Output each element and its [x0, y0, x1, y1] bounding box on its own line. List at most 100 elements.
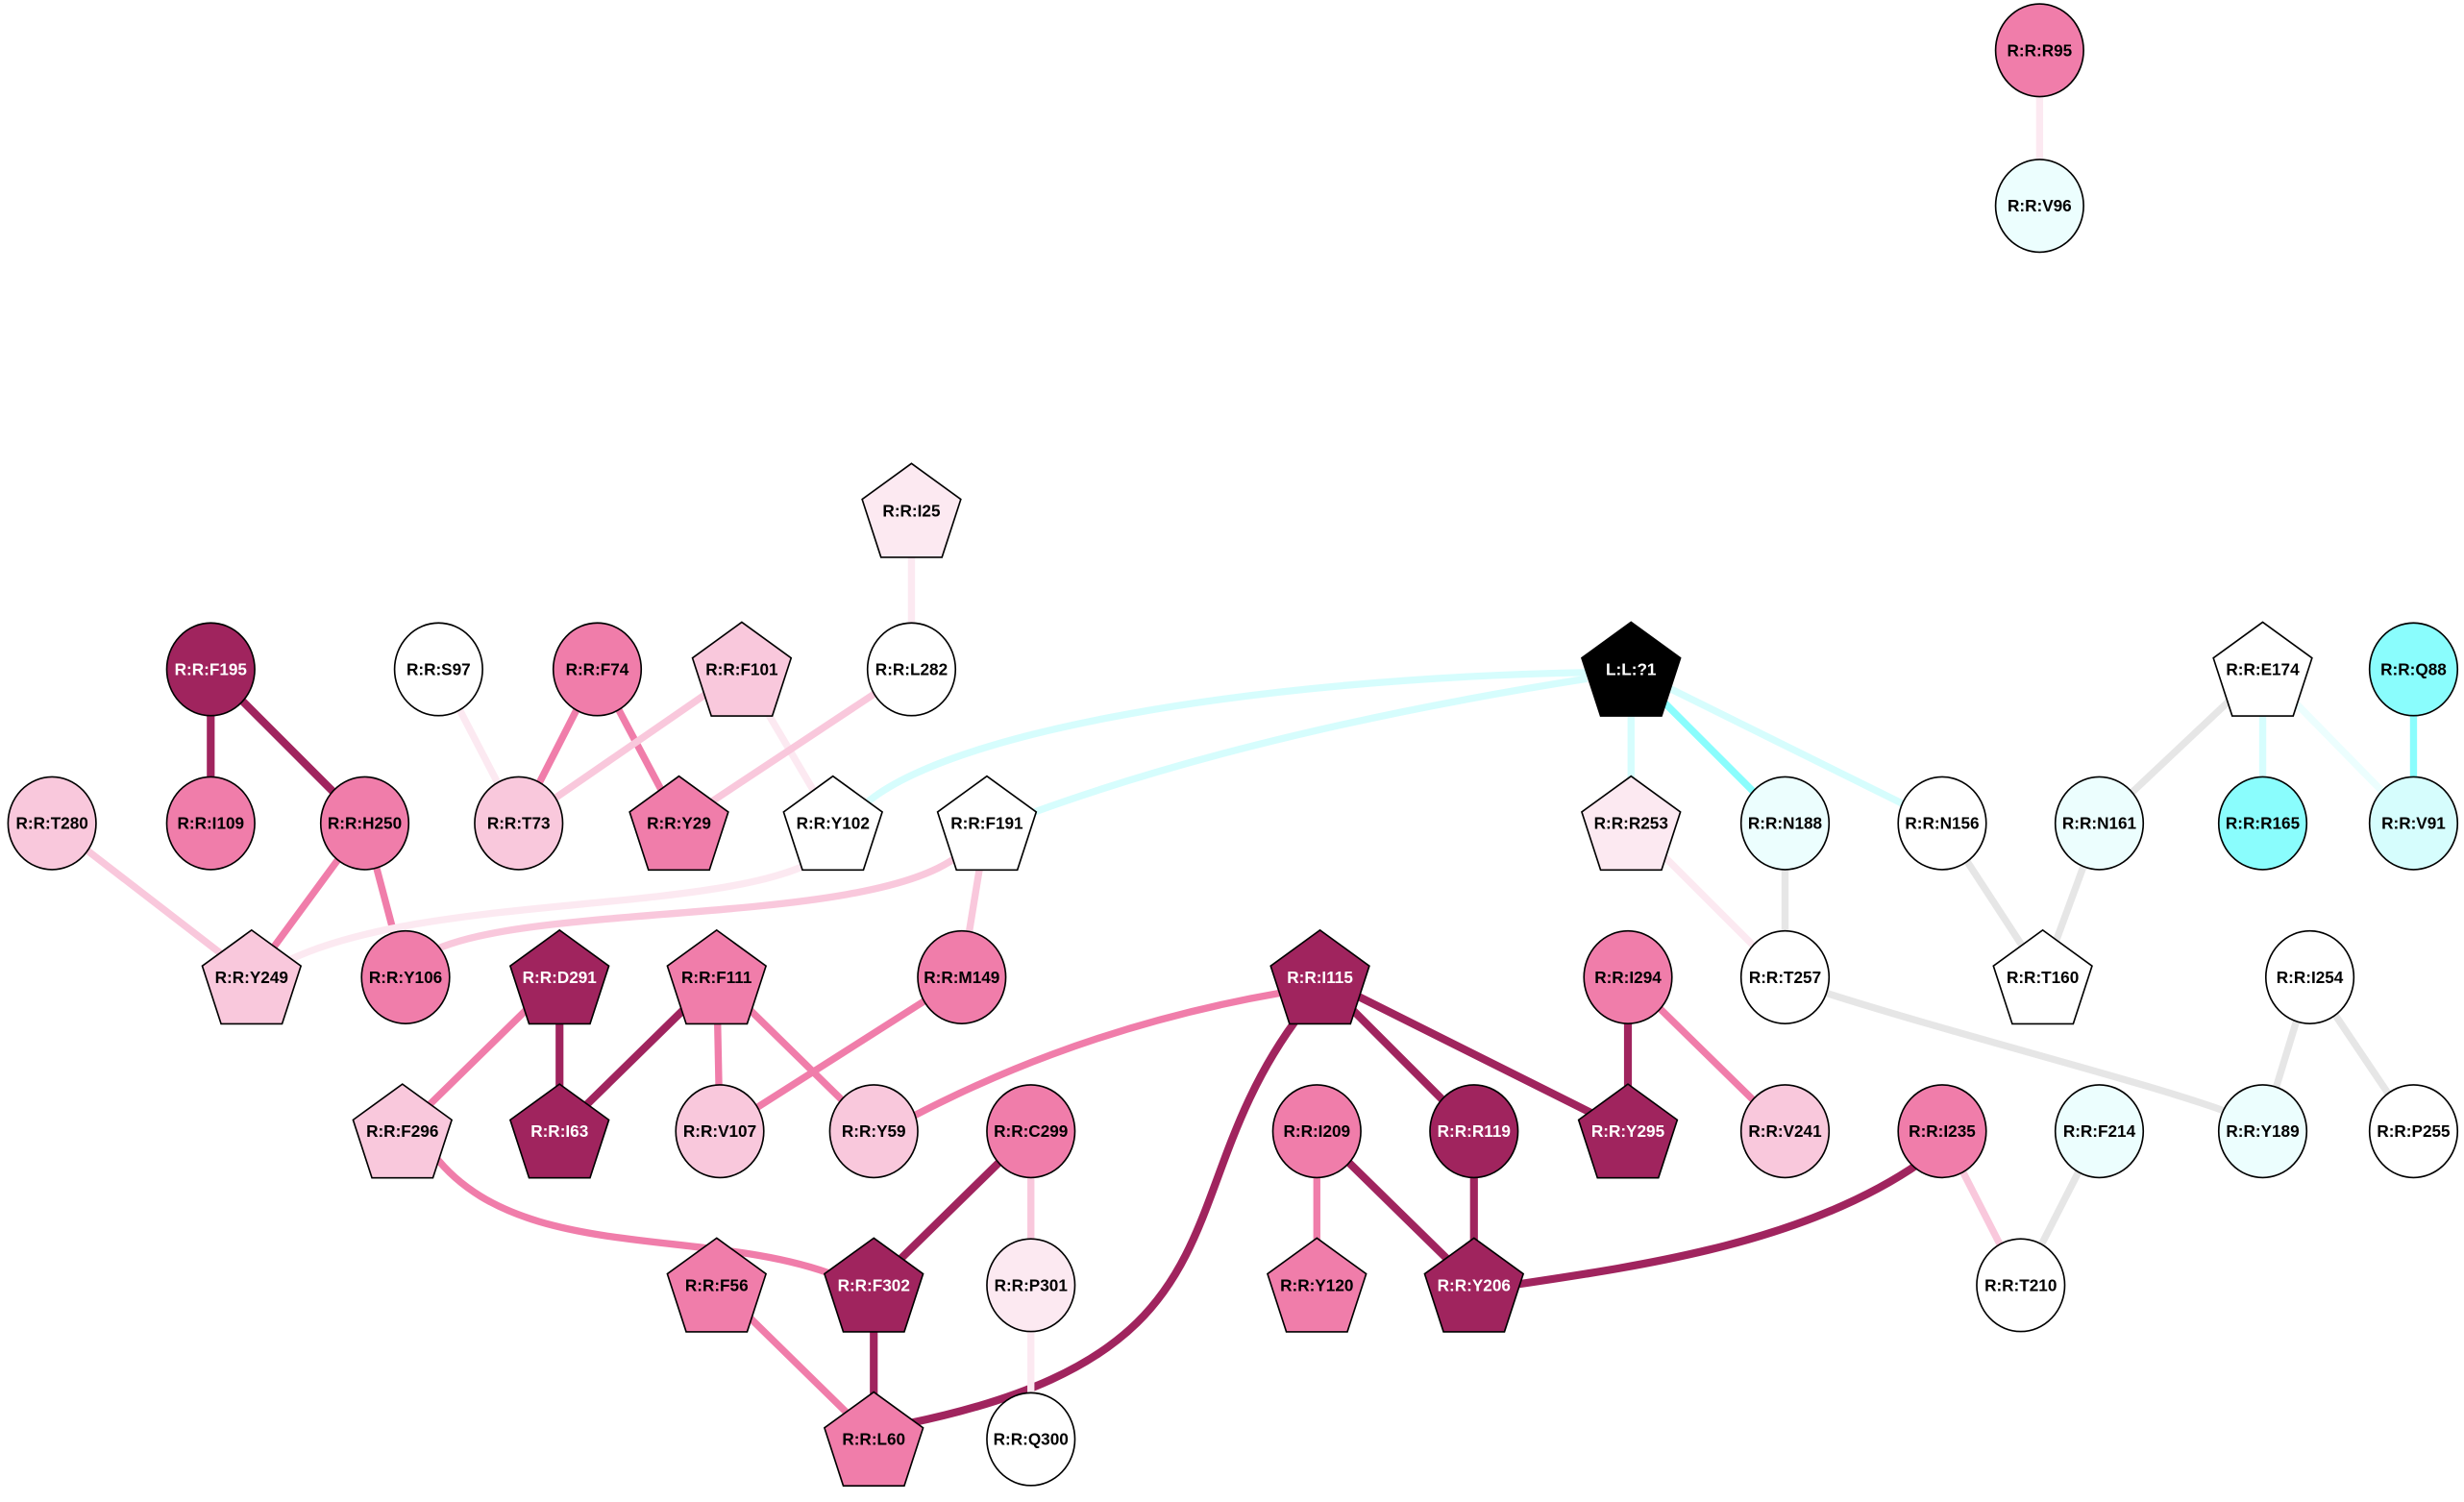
- node-n161[interactable]: R:R:N161: [2054, 776, 2145, 871]
- node-label: R:R:L282: [875, 659, 948, 678]
- node-label: R:R:D291: [523, 968, 598, 987]
- circle-shape: [2368, 622, 2459, 717]
- node-l1[interactable]: L:L:?1: [1580, 621, 1682, 717]
- node-label: R:R:T160: [2007, 968, 2079, 987]
- circle-shape: [1897, 776, 1987, 871]
- node-l282[interactable]: R:R:L282: [866, 622, 957, 717]
- node-d291[interactable]: R:R:D291: [508, 928, 610, 1025]
- node-label: R:R:T280: [16, 814, 88, 833]
- circle-shape: [1429, 1084, 1519, 1179]
- node-label: R:R:I25: [882, 501, 941, 520]
- node-label: R:R:Q300: [994, 1430, 1069, 1449]
- node-f191[interactable]: R:R:F191: [936, 775, 1038, 872]
- edge-i115-y59: [906, 989, 1282, 1122]
- edge-i115-l60: [907, 1011, 1305, 1428]
- node-t73[interactable]: R:R:T73: [474, 776, 564, 871]
- edge-m149-v107: [718, 973, 964, 1135]
- node-label: R:R:I115: [1287, 968, 1353, 987]
- circle-shape: [1739, 1084, 1831, 1179]
- circle-shape: [2368, 1084, 2459, 1179]
- node-e174[interactable]: R:R:E174: [2212, 621, 2313, 717]
- edge-l1-f191: [1027, 675, 1589, 818]
- node-l60[interactable]: R:R:L60: [823, 1391, 924, 1487]
- node-y295[interactable]: R:R:Y295: [1577, 1083, 1679, 1179]
- node-f101[interactable]: R:R:F101: [691, 621, 793, 717]
- node-q300[interactable]: R:R:Q300: [986, 1391, 1076, 1487]
- node-i294[interactable]: R:R:I294: [1583, 929, 1673, 1024]
- circle-shape: [1994, 159, 2084, 254]
- node-y102[interactable]: R:R:Y102: [782, 775, 884, 872]
- node-label: R:R:Y249: [215, 968, 288, 987]
- node-h250[interactable]: R:R:H250: [319, 776, 410, 871]
- circle-shape: [1739, 929, 1831, 1024]
- node-y189[interactable]: R:R:Y189: [2217, 1084, 2308, 1179]
- pentagon-shape: [666, 1237, 768, 1333]
- node-f56[interactable]: R:R:F56: [666, 1237, 768, 1333]
- circle-shape: [2217, 1084, 2308, 1179]
- circle-shape: [552, 622, 643, 717]
- node-m149[interactable]: R:R:M149: [917, 929, 1007, 1024]
- node-c299[interactable]: R:R:C299: [986, 1084, 1076, 1179]
- edge-l282-y29: [677, 666, 914, 826]
- node-i25[interactable]: R:R:I25: [861, 462, 962, 558]
- node-label: R:R:F296: [366, 1121, 438, 1141]
- node-label: R:R:P301: [995, 1275, 1069, 1294]
- circle-shape: [1994, 3, 2084, 98]
- edge-l1-y102: [858, 669, 1588, 811]
- node-r95[interactable]: R:R:R95: [1994, 3, 2084, 98]
- node-t210[interactable]: R:R:T210: [1976, 1238, 2066, 1333]
- node-i235[interactable]: R:R:I235: [1897, 1084, 1987, 1179]
- node-i115[interactable]: R:R:I115: [1269, 928, 1370, 1025]
- node-label: R:R:R95: [2008, 40, 2073, 60]
- node-n188[interactable]: R:R:N188: [1739, 776, 1831, 871]
- node-f195[interactable]: R:R:F195: [165, 622, 256, 717]
- node-t257[interactable]: R:R:T257: [1739, 929, 1831, 1024]
- node-f296[interactable]: R:R:F296: [352, 1083, 454, 1179]
- node-label: R:R:F195: [175, 659, 248, 678]
- node-r119[interactable]: R:R:R119: [1429, 1084, 1519, 1179]
- node-v96[interactable]: R:R:V96: [1994, 159, 2084, 254]
- pentagon-shape: [352, 1083, 454, 1179]
- node-p255[interactable]: R:R:P255: [2368, 1084, 2459, 1179]
- node-i109[interactable]: R:R:I109: [165, 776, 256, 871]
- node-y206[interactable]: R:R:Y206: [1423, 1237, 1525, 1333]
- node-t280[interactable]: R:R:T280: [7, 776, 97, 871]
- node-v241[interactable]: R:R:V241: [1739, 1084, 1831, 1179]
- node-i209[interactable]: R:R:I209: [1271, 1084, 1362, 1179]
- node-n156[interactable]: R:R:N156: [1897, 776, 1987, 871]
- node-label: R:R:F302: [838, 1275, 910, 1294]
- node-f214[interactable]: R:R:F214: [2054, 1084, 2145, 1179]
- node-r253[interactable]: R:R:R253: [1580, 775, 1682, 872]
- edge-f191-y106: [422, 846, 970, 959]
- node-q88[interactable]: R:R:Q88: [2368, 622, 2459, 717]
- node-label: R:R:Y102: [797, 814, 870, 833]
- node-t160[interactable]: R:R:T160: [1992, 928, 2093, 1025]
- node-v107[interactable]: R:R:V107: [675, 1084, 765, 1179]
- circle-shape: [675, 1084, 765, 1179]
- pentagon-shape: [691, 621, 793, 717]
- node-label: R:R:I63: [530, 1121, 588, 1141]
- node-y120[interactable]: R:R:Y120: [1266, 1237, 1368, 1333]
- node-v91[interactable]: R:R:V91: [2368, 776, 2459, 871]
- circle-shape: [2264, 929, 2355, 1024]
- node-f302[interactable]: R:R:F302: [823, 1237, 924, 1333]
- pentagon-shape: [1992, 928, 2093, 1025]
- node-y106[interactable]: R:R:Y106: [360, 929, 451, 1024]
- circle-shape: [866, 622, 957, 717]
- node-p301[interactable]: R:R:P301: [986, 1238, 1076, 1333]
- node-y249[interactable]: R:R:Y249: [201, 928, 303, 1025]
- node-y59[interactable]: R:R:Y59: [828, 1084, 919, 1179]
- node-f111[interactable]: R:R:F111: [666, 928, 768, 1025]
- node-label: R:R:F214: [2063, 1121, 2136, 1141]
- node-s97[interactable]: R:R:S97: [393, 622, 483, 717]
- node-f74[interactable]: R:R:F74: [552, 622, 643, 717]
- node-y29[interactable]: R:R:Y29: [628, 775, 729, 872]
- circle-shape: [360, 929, 451, 1024]
- node-r165[interactable]: R:R:R165: [2217, 776, 2308, 871]
- circle-shape: [1271, 1084, 1362, 1179]
- pentagon-shape: [508, 928, 610, 1025]
- node-i63[interactable]: R:R:I63: [508, 1083, 610, 1179]
- node-label: R:R:Y295: [1591, 1121, 1665, 1141]
- node-i254[interactable]: R:R:I254: [2264, 929, 2355, 1024]
